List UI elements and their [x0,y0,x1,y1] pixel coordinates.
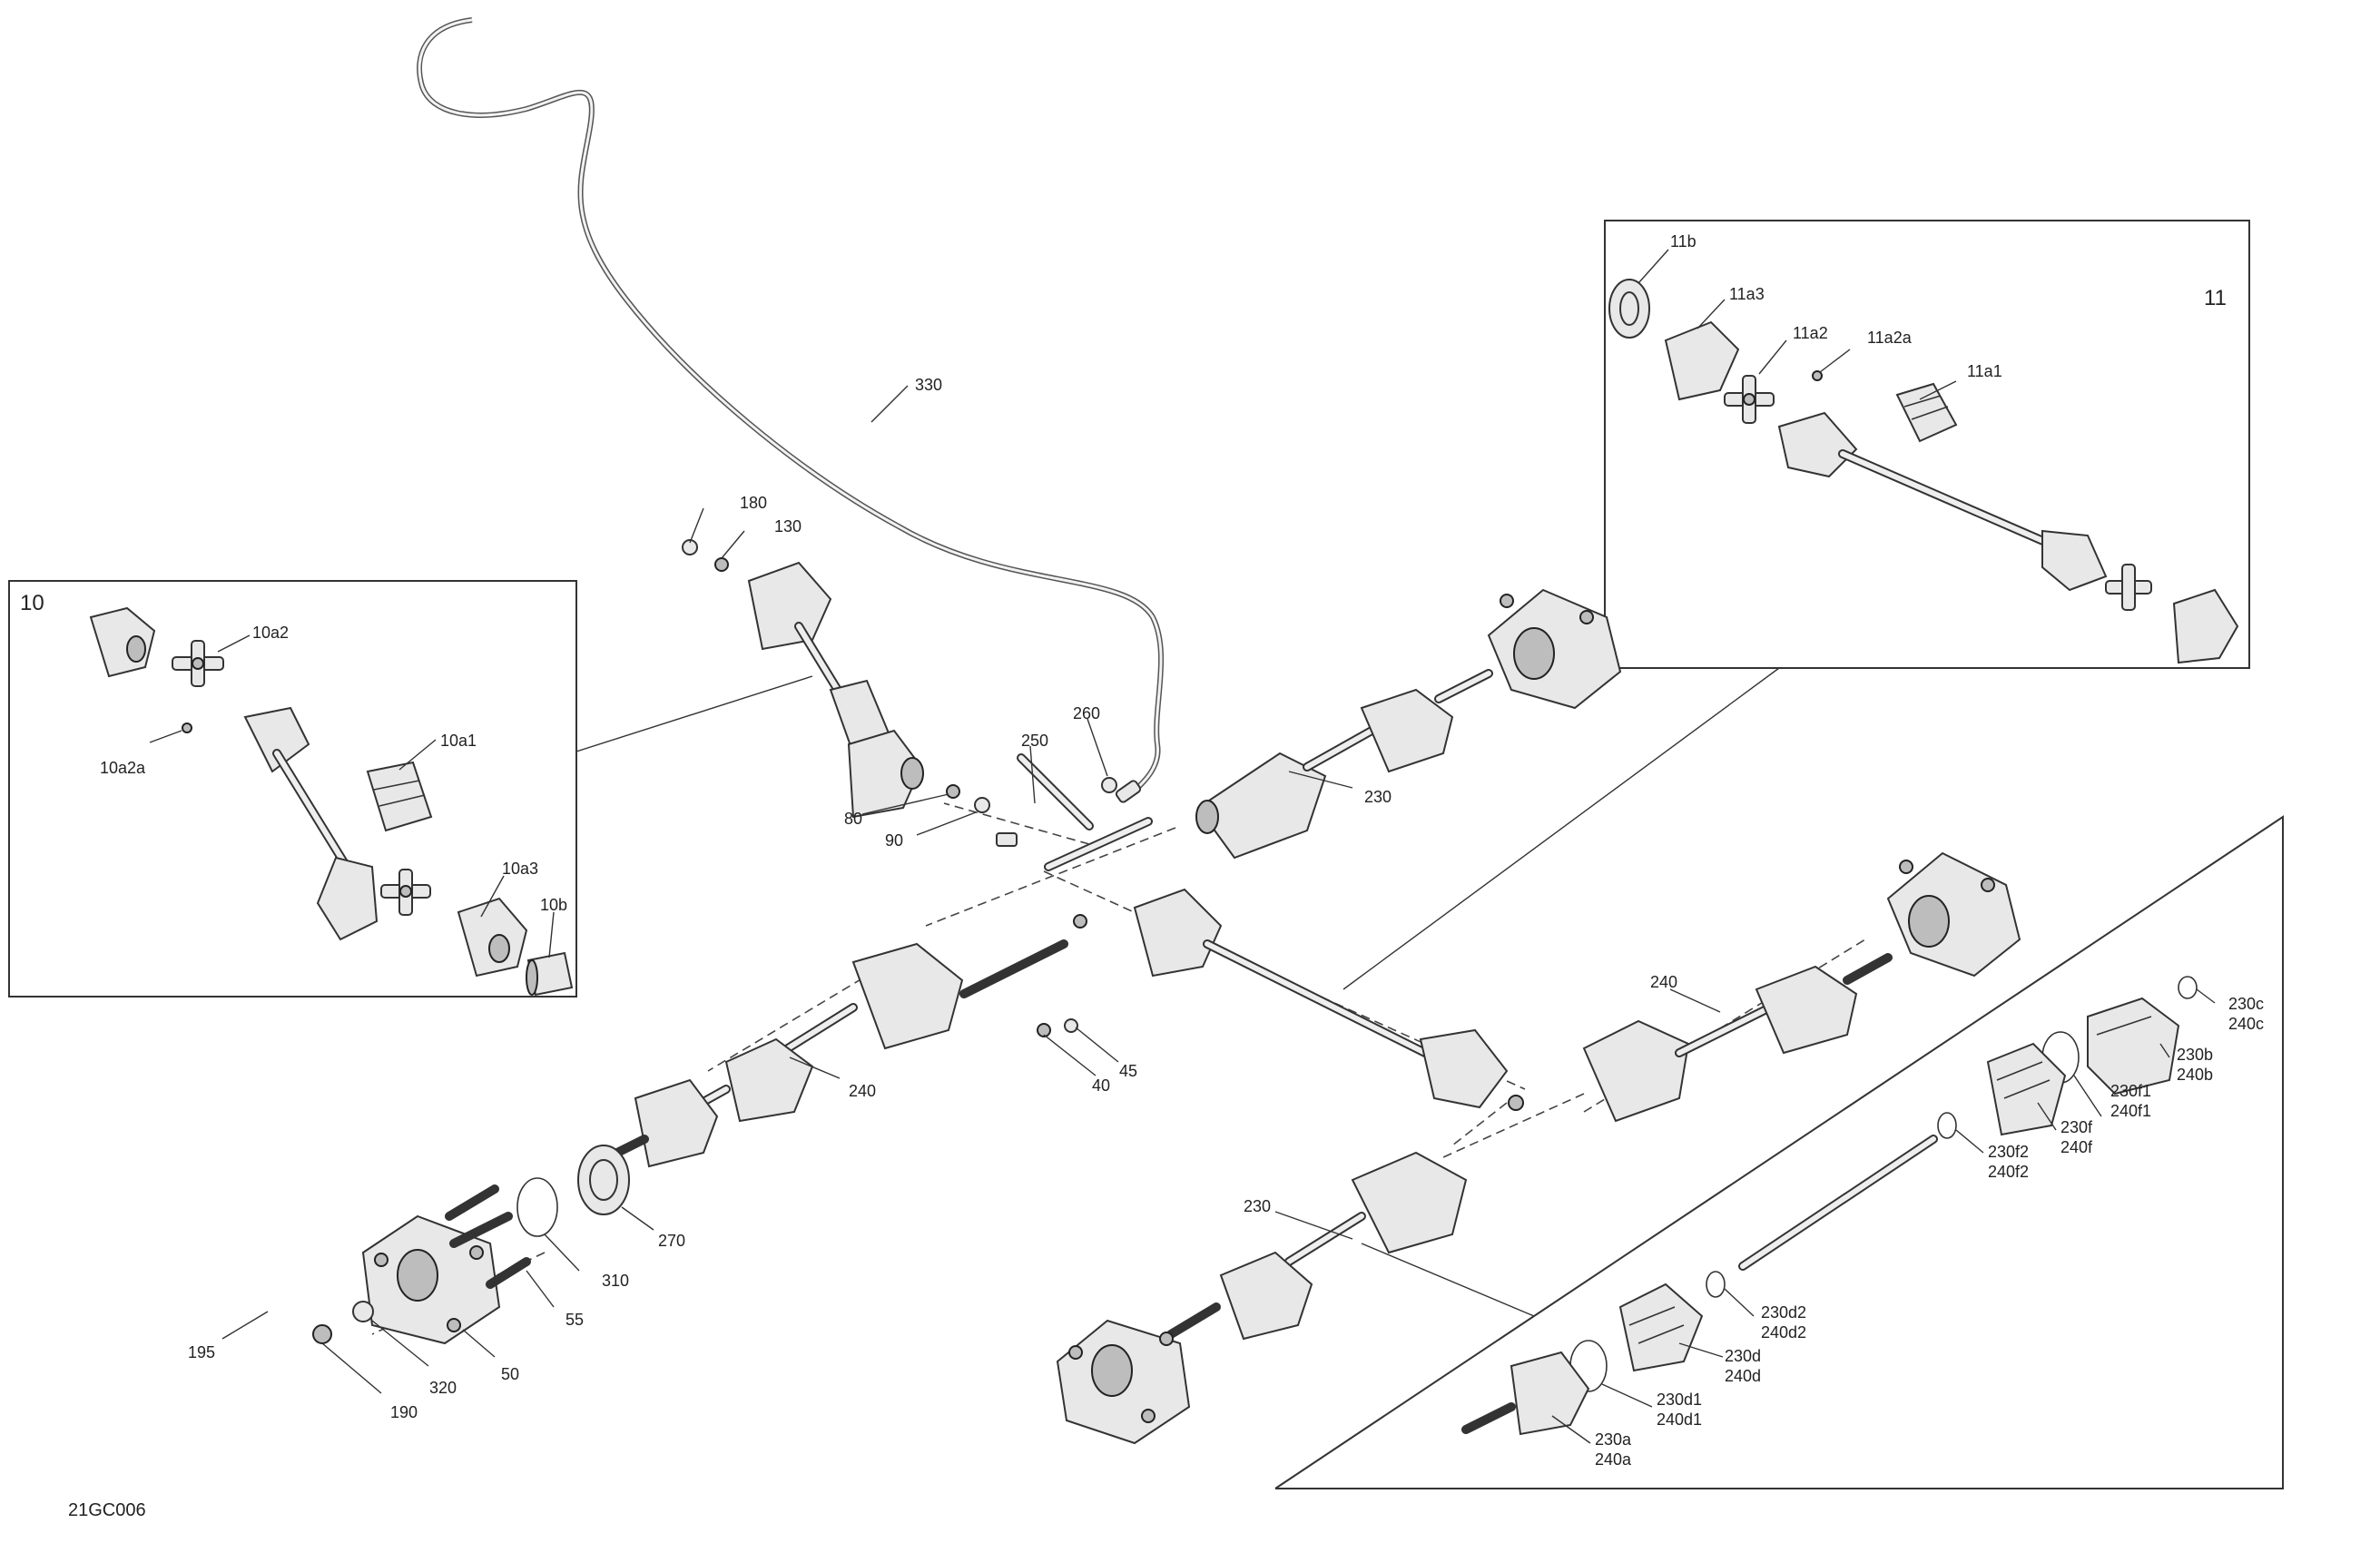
hub-fasteners [312,1184,531,1344]
callout-11a3: 11a3 [1729,285,1765,303]
callout-240d1: 240d1 [1657,1410,1702,1429]
callout-50: 50 [501,1365,519,1383]
driveshaft-part [1777,411,2108,592]
callout-230b: 230b [2177,1046,2213,1064]
wheel-hub-lower-left [361,1214,501,1345]
inset-11-title: 11 [2204,286,2227,310]
inset-11 [1342,220,2250,990]
callout-240f2: 240f2 [1988,1163,2029,1181]
rear-propeller-shaft [1133,888,1524,1111]
callout-180: 180 [740,494,767,512]
callout-230f1: 230f1 [2110,1082,2151,1100]
cv-axle-breakdown-panel [1274,815,2284,1489]
callout-10a3: 10a3 [502,860,538,878]
driveshaft-part [243,706,379,941]
callout-310: 310 [602,1272,629,1290]
callout-240d: 240d [1725,1367,1761,1385]
callout-11b: 11b [1670,232,1696,251]
boot-part [1895,382,1958,443]
cv-axle-230-lower [1166,1151,1468,1341]
callout-240a: 240a [1595,1450,1632,1469]
callout-270: 270 [658,1232,685,1250]
callout-10a2: 10a2 [252,624,289,642]
universal-joint-cross-part [1724,375,1775,424]
callout-230d: 230d [1725,1347,1761,1365]
callout-230d2: 230d2 [1761,1303,1806,1322]
callout-45: 45 [1119,1062,1137,1080]
grease-fitting-part [1812,370,1823,381]
circlip-310 [516,1177,558,1237]
callout-230f2: 230f2 [1988,1143,2029,1161]
callout-240-left: 240 [849,1082,876,1100]
callout-11a2a: 11a2a [1867,329,1913,347]
callout-10a1: 10a1 [440,732,477,750]
diagram-code: 21GC006 [68,1500,146,1520]
callout-330: 330 [915,376,942,394]
callout-10a2a: 10a2a [100,759,146,777]
callout-230a: 230a [1595,1430,1632,1449]
callout-10b: 10b [540,896,567,914]
yoke-part [1664,320,1740,401]
inset-10-title: 10 [20,591,44,615]
wheel-hub-upper [1487,588,1622,710]
callout-130: 130 [774,517,802,536]
callout-250: 250 [1021,732,1048,750]
callout-90: 90 [885,831,903,850]
nut-part [714,557,729,572]
callout-195: 195 [188,1343,215,1361]
callout-55: 55 [565,1311,584,1329]
callout-40: 40 [1092,1076,1110,1095]
callout-230d1: 230d1 [1657,1391,1702,1409]
callout-260: 260 [1073,704,1100,722]
wheel-hub-upper-right [1886,851,2021,978]
breakdown-panel-frame [1274,815,2284,1489]
callout-230-lower: 230 [1244,1197,1271,1215]
bearing-ring-part [526,951,574,997]
callout-labels: 10 11 330 180 130 260 250 80 90 230 240 … [20,232,2264,1520]
cv-axle-240-left [613,942,964,1168]
universal-joint-cross-part [172,640,224,687]
callout-240c: 240c [2228,1015,2264,1033]
callout-240f1: 240f1 [2110,1102,2151,1120]
fasteners-45-40 [959,914,1087,1037]
universal-joint-cross-part [2105,564,2152,611]
bearing-270 [577,1145,630,1215]
callout-230c: 230c [2228,995,2264,1013]
callout-11a2: 11a2 [1793,324,1828,342]
front-propeller-shaft [682,539,924,819]
callout-190: 190 [390,1403,418,1421]
callout-240-right: 240 [1650,973,1677,991]
inset-10-frame [8,580,577,998]
yoke-part [2172,588,2239,664]
callout-230f: 230f [2060,1118,2093,1136]
cv-axle-240-right [1582,953,1893,1123]
universal-joint-cross-part [380,869,431,916]
callout-11a1: 11a1 [1967,362,2002,380]
brake-hose [417,17,1165,803]
callout-240d2: 240d2 [1761,1323,1806,1342]
grease-fitting-part [182,722,192,733]
callout-240b: 240b [2177,1066,2213,1084]
callout-320: 320 [429,1379,457,1397]
leader-lines [149,249,2216,1444]
cv-axle-230-upper [1195,669,1493,860]
wheel-hub-lower-right [1056,1319,1191,1445]
inset-10 [8,580,813,998]
callout-230-upper: 230 [1364,788,1392,806]
callout-80: 80 [844,810,862,828]
washer-part [682,539,698,555]
callout-240f: 240f [2060,1138,2093,1156]
boot-part [366,761,433,832]
inset-11-frame [1604,220,2250,669]
